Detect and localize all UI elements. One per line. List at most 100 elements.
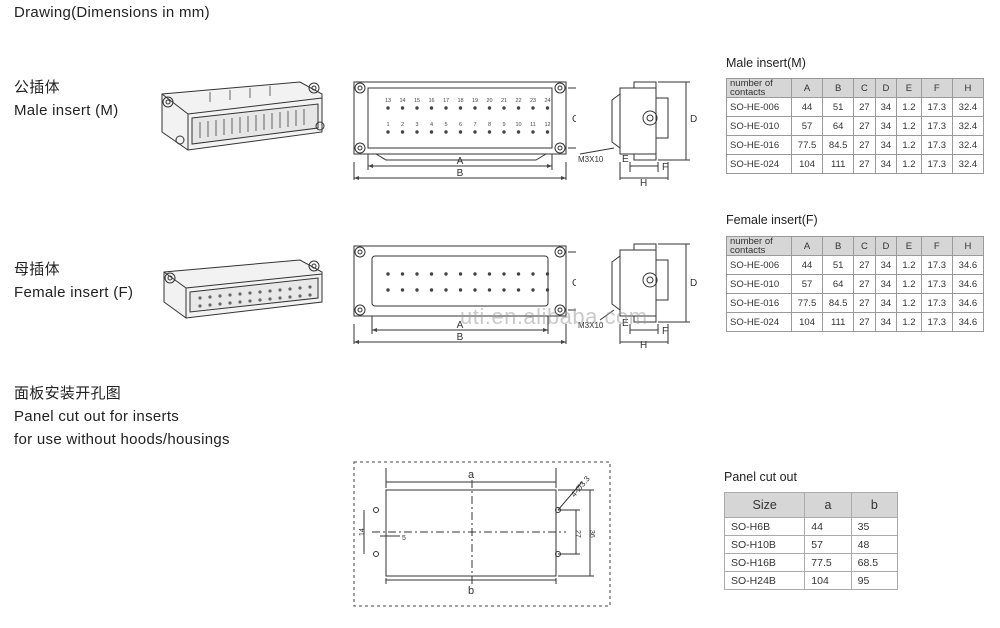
contact-pin [400,130,405,134]
male-insert-cn: 公插体 [14,79,60,96]
cutout-dim-14: 14 [359,528,366,536]
contact-pin [458,272,463,276]
table-cell: 17.3 [920,154,953,174]
pin-number: 18 [457,98,463,104]
female-dim-h: H [640,340,647,350]
table-cell: 64 [822,274,855,294]
contact-pin [444,288,448,292]
table-cell: 34 [874,97,898,117]
table-cell: 1.2 [896,135,922,155]
table-cell: 1.2 [896,255,922,275]
table-header-cell: D [874,78,898,98]
panel-cutout-en2: for use without hoods/housings [14,431,230,448]
table-cell: 32.4 [951,135,985,155]
table-cell: 104 [790,312,824,332]
cutout-dim-27: 27 [574,530,581,538]
table-cell: 27 [853,293,876,313]
table-header-cell: H [951,78,985,98]
pin-number: 14 [399,98,405,104]
female-insert-iso-drawing [163,259,323,319]
pin-number: 15 [414,98,420,104]
contact-pin [429,288,434,292]
table-cell: 27 [853,154,876,174]
table-cell: SO-H24B [723,571,806,590]
table-cell: 34 [874,312,898,332]
table-cell: 48 [850,535,899,554]
table-header-cell: C [853,78,876,98]
contact-pin [516,272,521,276]
contact-pin [502,288,506,292]
contact-pin [386,272,390,276]
contact-pin [531,272,535,276]
table-cell: 57 [804,535,852,554]
contact-pin [429,106,434,110]
male-insert-iso-drawing [161,81,325,151]
contact-pin [429,130,434,134]
cutout-dim-a: a [468,469,475,481]
table-cell: 34 [874,116,898,136]
table-cell: 32.4 [951,154,985,174]
table-cell: 1.2 [896,312,922,332]
contact-pin [473,130,477,134]
table-header-cell: E [896,236,922,256]
female-insert-cn: 母插体 [14,261,60,278]
male-insert-en: Male insert (M) [14,102,119,119]
contact-pin [444,130,448,134]
table-cell: 17.3 [920,274,953,294]
panel-cutout-cn: 面板安装开孔图 [14,385,122,402]
pin-number: 12 [544,122,550,128]
pin-number: 7 [473,122,476,128]
table-header-cell: C [853,236,876,256]
contact-pin [444,106,448,110]
male-dim-e: E [622,154,629,165]
panel-cutout-drawing: a b 4-Ø3.3 14 5 27 36 [353,461,611,607]
female-dim-f: F [662,326,668,337]
male-insert-label: 公插体 Male insert (M) [14,76,119,122]
table-cell: 1.2 [896,293,922,313]
table-cell: SO-HE-010 [726,116,792,136]
contact-pin [516,130,521,134]
table-cell: 104 [804,571,852,590]
cut-table-caption: Panel cut out [724,470,797,484]
table-cell: SO-H10B [723,535,806,554]
table-header-cell: H [951,236,985,256]
table-header-cell: D [874,236,898,256]
table-header-cell: E [896,78,922,98]
contact-pin [531,130,535,134]
table-cell: 111 [822,312,855,332]
table-cell: 17.3 [920,135,953,155]
table-cell: 84.5 [822,135,855,155]
female-dim-m3: M3X10 [578,321,604,330]
table-cell: 1.2 [896,116,922,136]
cutout-hole-label: 4-Ø3.3 [569,474,592,499]
table-cell: 57 [790,116,824,136]
contact-pin [386,130,390,134]
table-cell: 34 [874,255,898,275]
contact-pin [458,288,463,292]
table-header-cell: B [822,236,855,256]
contact-pin [545,272,550,276]
male-insert-side-view: M3X10 E F H D [578,81,697,188]
table-cell: SO-HE-016 [726,293,792,313]
female-insert-en: Female insert (F) [14,284,134,301]
male-dim-c: C [572,114,576,125]
pin-number: 22 [515,98,521,104]
table-cell: 34 [874,274,898,294]
contact-pin [429,272,434,276]
table-cell: 95 [850,571,899,590]
contact-pin [502,106,506,110]
male-dim-a: A [457,156,464,167]
contact-pin [516,288,521,292]
contact-pin [502,272,506,276]
contact-pin [545,106,550,110]
male-dim-h: H [640,178,647,188]
contact-pin [473,272,477,276]
table-cell: 51 [822,97,855,117]
table-cell: 27 [853,116,876,136]
